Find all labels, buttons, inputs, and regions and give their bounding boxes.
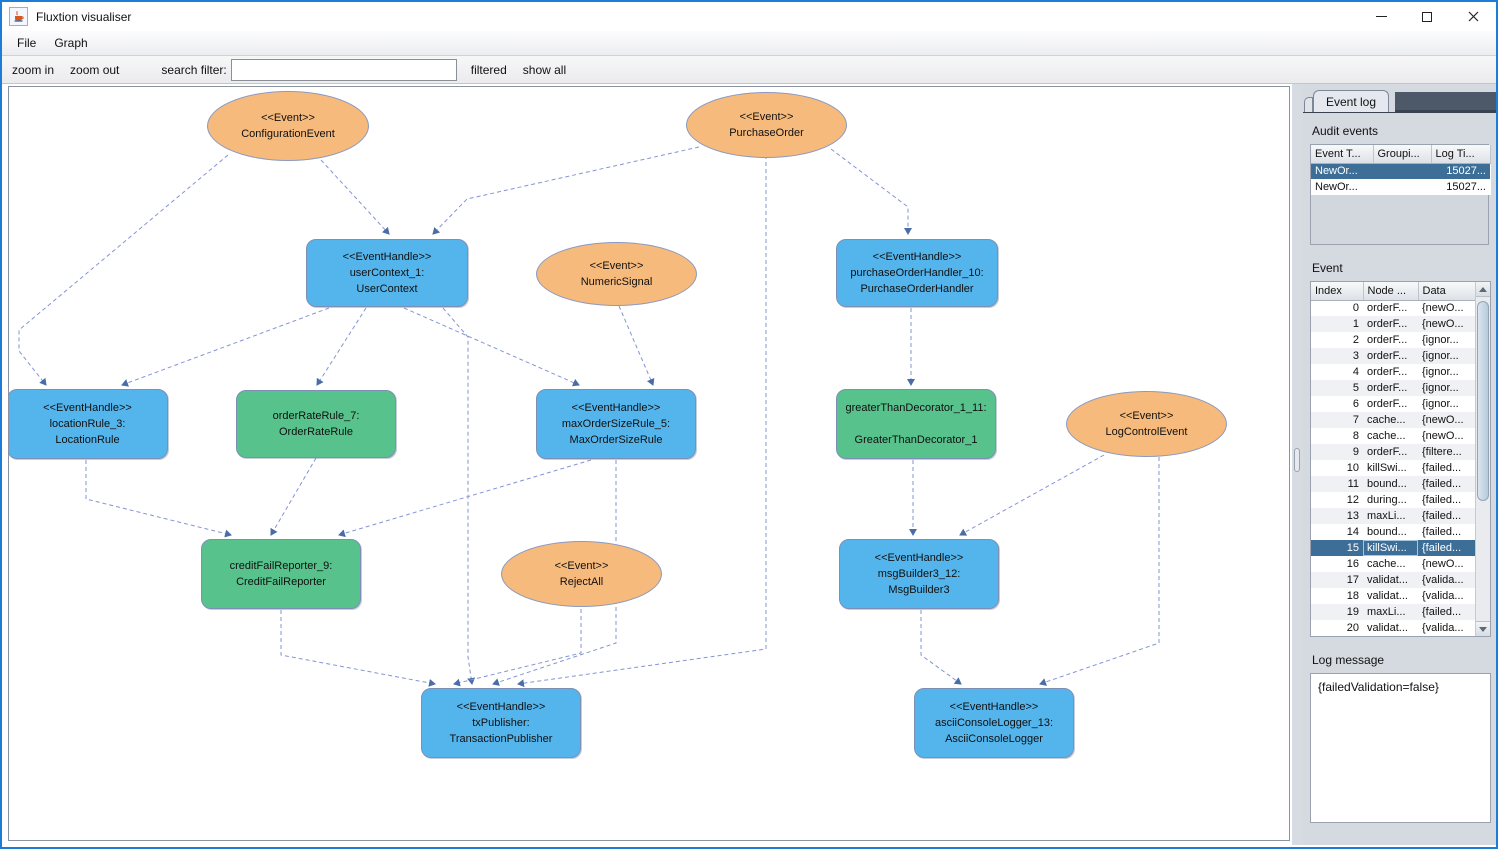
log-message-textarea[interactable]: {failedValidation=false} [1310, 673, 1491, 823]
audit-row[interactable]: NewOr... 15027... [1311, 163, 1490, 179]
scroll-down-button[interactable] [1476, 621, 1490, 636]
minimize-icon [1375, 16, 1387, 17]
filtered-button[interactable]: filtered [470, 62, 507, 77]
node-numericSignal[interactable]: <<Event>> NumericSignal [536, 242, 697, 306]
zoom-in-button[interactable]: zoom in [12, 62, 55, 77]
close-button[interactable] [1450, 2, 1496, 31]
main-area: <<Event>> ConfigurationEvent <<Event>> P… [2, 84, 1496, 845]
node-txPublisher[interactable]: <<EventHandle>> txPublisher: Transaction… [421, 688, 581, 758]
scrollbar-thumb[interactable] [1477, 301, 1489, 501]
audit-events-table: Event T... Groupi... Log Ti... NewOr... … [1310, 144, 1491, 245]
audit-header-row: Event T... Groupi... Log Ti... [1311, 145, 1491, 164]
event-col-data[interactable]: Data [1418, 282, 1476, 301]
scroll-up-button[interactable] [1476, 282, 1490, 297]
divider-grip-icon [1294, 448, 1300, 472]
menu-file[interactable]: File [17, 36, 37, 50]
search-filter-input[interactable] [230, 58, 457, 81]
node-configurationEvent[interactable]: <<Event>> ConfigurationEvent [207, 91, 369, 161]
node-logControlEvent[interactable]: <<Event>> LogControlEvent [1066, 391, 1227, 457]
node-asciiConsoleLogger_13[interactable]: <<EventHandle>> asciiConsoleLogger_13: A… [914, 688, 1074, 758]
event-label: Event [1312, 261, 1343, 275]
menu-graph[interactable]: Graph [54, 36, 88, 50]
tab-event-log[interactable]: Event log [1313, 90, 1390, 112]
event-log-panel: Event log Audit events Event T... Groupi… [1303, 84, 1496, 845]
window-title: Fluxtion visualiser [36, 9, 132, 24]
event-table-scrollbar[interactable] [1475, 282, 1490, 636]
node-rejectAll[interactable]: <<Event>> RejectAll [501, 541, 662, 607]
event-col-node[interactable]: Node ... [1363, 282, 1419, 301]
search-filter-label: search filter: [161, 62, 227, 77]
node-userContext_1[interactable]: <<EventHandle>> userContext_1: UserConte… [306, 239, 468, 307]
node-purchaseOrderHandler_10[interactable]: <<EventHandle>> purchaseOrderHandler_10:… [836, 239, 998, 307]
node-orderRateRule_7[interactable]: orderRateRule_7: OrderRateRule [236, 390, 396, 458]
toolbar: zoom in zoom out search filter: filtered… [2, 56, 1496, 84]
audit-table-empty-area [1311, 195, 1488, 244]
node-creditFailReporter_9[interactable]: creditFailReporter_9: CreditFailReporter [201, 539, 361, 609]
minimize-button[interactable] [1358, 2, 1404, 31]
tab-bar: Event log [1303, 86, 1496, 113]
tab-baseline [1303, 112, 1496, 113]
audit-col-grouping[interactable]: Groupi... [1373, 145, 1432, 164]
node-maxOrderSizeRule_5[interactable]: <<EventHandle>> maxOrderSizeRule_5: MaxO… [536, 389, 696, 459]
maximize-icon [1422, 11, 1432, 22]
graph-panel[interactable]: <<Event>> ConfigurationEvent <<Event>> P… [8, 86, 1290, 841]
node-greaterThanDecorator_1_11[interactable]: greaterThanDecorator_1_11: GreaterThanDe… [836, 389, 996, 459]
arrow-down-icon [1479, 626, 1487, 632]
tab-event-log-label: Event log [1326, 94, 1377, 109]
java-app-icon [9, 7, 28, 26]
title-bar: Fluxtion visualiser [2, 2, 1496, 31]
log-message-label: Log message [1312, 653, 1385, 667]
split-divider[interactable] [1292, 84, 1303, 845]
zoom-out-button[interactable]: zoom out [70, 62, 120, 77]
audit-events-label: Audit events [1312, 124, 1379, 138]
audit-col-event-type[interactable]: Event T... [1311, 145, 1374, 164]
event-header-row: Index Node ... Data [1311, 282, 1476, 301]
node-locationRule_3[interactable]: <<EventHandle>> locationRule_3: Location… [9, 389, 168, 459]
node-msgBuilder3_12[interactable]: <<EventHandle>> msgBuilder3_12: MsgBuild… [839, 539, 999, 609]
show-all-button[interactable]: show all [522, 62, 567, 77]
menu-bar: File Graph [2, 31, 1496, 56]
tab-strip-filler [1395, 92, 1496, 112]
graph-edges [18, 146, 1160, 688]
audit-col-log-time[interactable]: Log Ti... [1431, 145, 1491, 164]
tab-stub [1304, 97, 1313, 112]
maximize-button[interactable] [1404, 2, 1450, 31]
event-col-index[interactable]: Index [1311, 282, 1364, 301]
arrow-up-icon [1479, 286, 1487, 292]
close-icon [1468, 11, 1478, 22]
node-purchaseOrder[interactable]: <<Event>> PurchaseOrder [686, 92, 847, 158]
audit-row[interactable]: NewOr... 15027... [1311, 179, 1490, 195]
